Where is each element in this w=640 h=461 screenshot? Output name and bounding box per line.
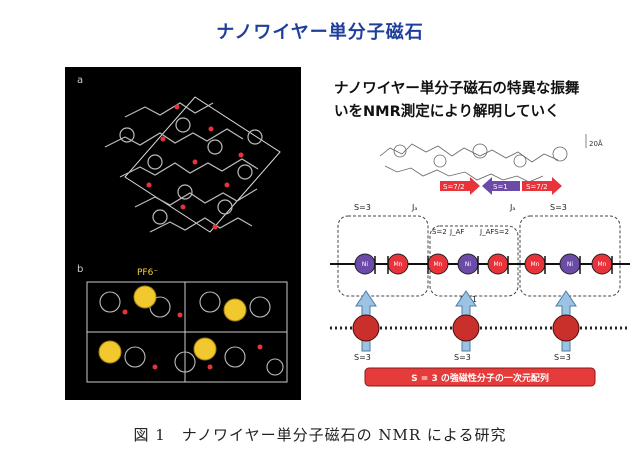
j-label-1: Jₐ [411,203,418,212]
figure-caption: 図 1 ナノワイヤー単分子磁石の NMR による研究 [133,426,507,444]
svg-text:Mn: Mn [494,261,503,268]
page-title: ナノワイヤー単分子磁石 [216,22,424,43]
pf6-label: PF6⁻ [137,268,158,278]
svg-text:Ni: Ni [465,261,471,268]
svg-text:Mn: Mn [434,261,443,268]
spin-arrows [440,177,562,195]
bottom-label-2: S=3 [454,353,471,362]
banner [364,367,596,387]
s2-label: S=2 [432,228,447,236]
svg-text:Mn: Mn [598,261,607,268]
banner-text: S = 3 の強磁性分子の一次元配列 [411,372,549,384]
heading-line-2: いをNMR測定により解明していく [334,104,560,120]
segment-boxes [337,215,621,297]
lattice-b [86,281,288,383]
bottom-label-3: S=3 [554,353,571,362]
jaf-label: J_AF [449,228,464,236]
jafs-label: J_AFS=2 [479,228,509,236]
panel-b-label: b [77,264,83,275]
svg-text:Ni: Ni [567,261,573,268]
figure-heading: ナノワイヤー単分子磁石の特異な振舞 いをNMR測定により解明していく [334,78,624,124]
lattice-a [104,96,281,233]
molecule-sketch [379,134,587,183]
molecule-spheres [352,314,580,342]
spin-chain-diagram: 20Å S=7/2 S=1 S=7/2 S=3 S=1 S=3 Jₐ Jₐ S=… [330,126,630,396]
crystal-structure-image: a b PF6⁻ [65,67,301,400]
svg-text:Mn: Mn [531,261,540,268]
arrow-label-2: S=1 [493,183,508,191]
panel-a-label: a [77,75,83,86]
segment-label-1: S=3 [354,203,371,212]
scale-label: 20Å [589,139,603,148]
ion-row [354,253,613,275]
pf6-anions [98,285,247,364]
arrow-label-1: S=7/2 [443,183,465,191]
ion-spins [374,256,613,274]
svg-text:Mn: Mn [394,261,403,268]
svg-text:Ni: Ni [362,261,368,268]
arrow-label-3: S=7/2 [526,183,548,191]
ion-labels: Ni Mn Mn Ni Mn Mn Ni Mn [362,261,607,268]
j-label-2: Jₐ [509,203,516,212]
segment-label-3: S=3 [550,203,567,212]
bottom-label-1: S=3 [354,353,371,362]
heading-line-1: ナノワイヤー単分子磁石の特異な振舞 [334,81,580,97]
